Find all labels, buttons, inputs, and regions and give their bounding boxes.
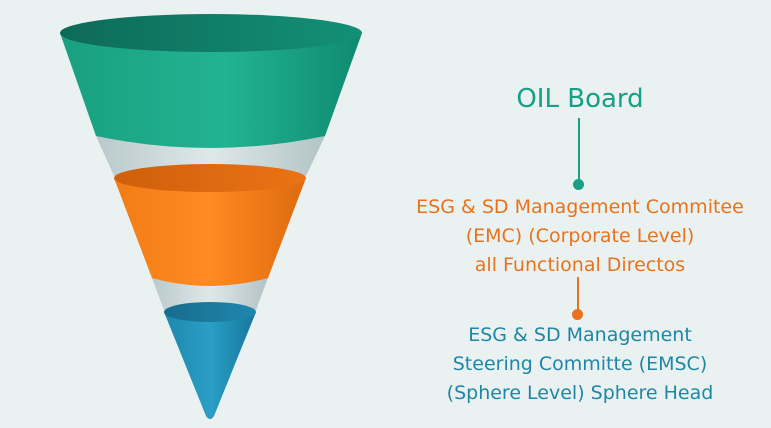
level-2-label: ESG & SD Management Commitee (EMC) (Corp…: [395, 193, 765, 280]
connector-line-2: [577, 277, 579, 313]
funnel-connector-upper: [96, 136, 325, 176]
level-2-line-1: ESG & SD Management Commitee: [416, 196, 744, 218]
level-3-line-3: (Sphere Level) Sphere Head: [446, 382, 714, 404]
level-2-line-3: all Functional Directos: [474, 254, 686, 276]
funnel-top-rim: [60, 14, 362, 52]
level-3-label: ESG & SD Management Steering Committe (E…: [405, 321, 755, 408]
funnel-bottom-rim: [164, 302, 256, 322]
level-1-line-1: OIL Board: [516, 84, 644, 114]
funnel-top-segment: [60, 33, 362, 148]
funnel-middle-rim: [114, 164, 306, 192]
connector-line-1: [578, 118, 580, 184]
level-3-line-1: ESG & SD Management: [468, 324, 692, 346]
level-1-label: OIL Board: [450, 84, 710, 114]
connector-dot-1: [573, 179, 584, 190]
level-3-line-2: Steering Committe (EMSC): [452, 353, 708, 375]
funnel-connector-lower: [152, 278, 268, 310]
connector-dot-2: [572, 309, 583, 320]
funnel-middle-segment: [114, 178, 306, 286]
funnel-bottom-segment: [164, 312, 256, 419]
level-2-line-2: (EMC) (Corporate Level): [465, 225, 695, 247]
